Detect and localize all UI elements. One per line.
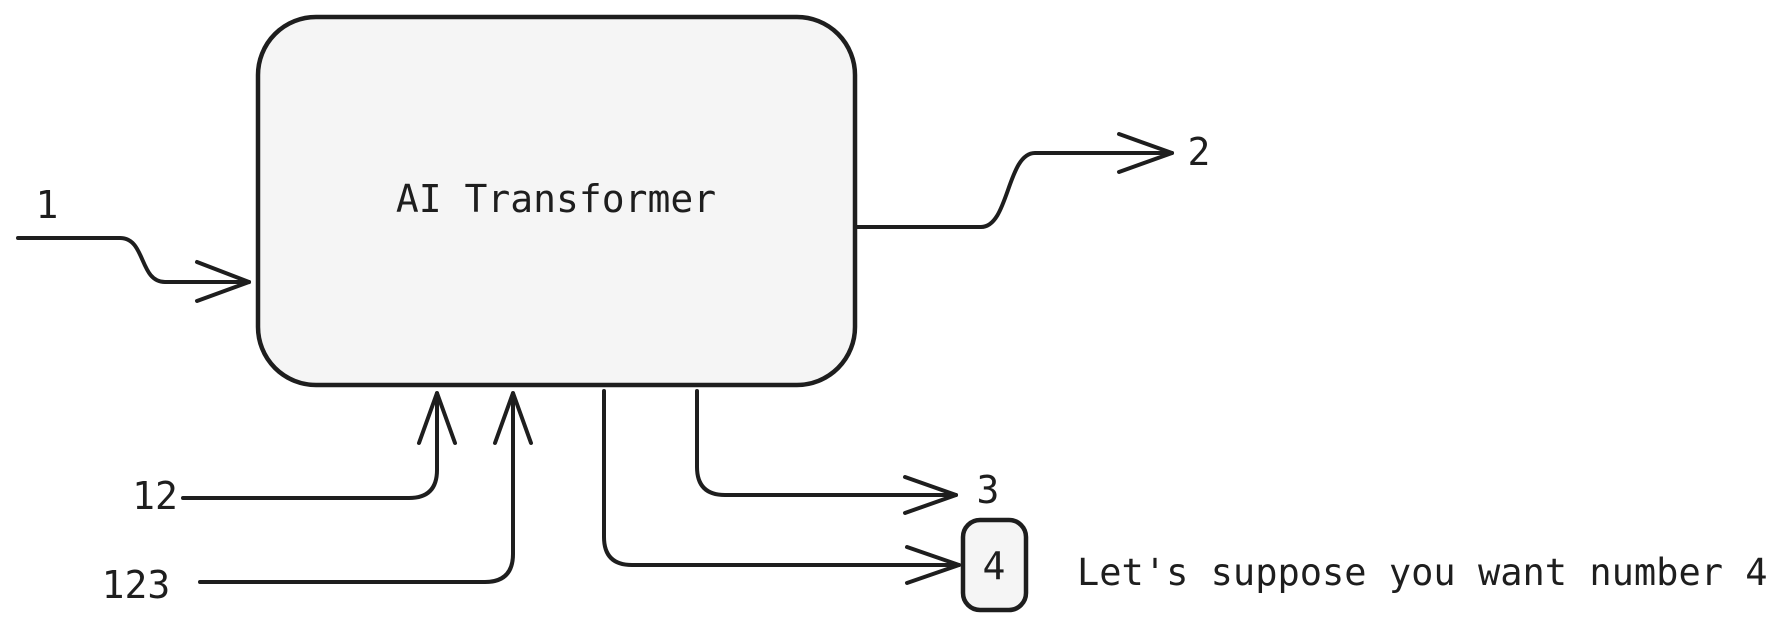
output-4-node	[960, 517, 1029, 613]
input-123-arrowhead-icon	[493, 391, 533, 445]
ai-transformer-node	[255, 14, 858, 388]
output-3-label: 3	[977, 468, 1000, 512]
output-3-arrow	[695, 389, 958, 497]
input-1-label: 1	[36, 183, 59, 227]
output-2-arrow	[853, 151, 1174, 229]
input-1-arrowhead-icon	[195, 260, 251, 303]
input-123-arrow	[198, 392, 515, 584]
input-1-arrow	[16, 236, 251, 284]
output-4-label: 4	[983, 544, 1006, 588]
output-3-arrowhead-icon	[903, 475, 958, 515]
ai-transformer-label: AI Transformer	[396, 177, 716, 221]
output-4-arrowhead-icon	[905, 545, 961, 585]
output-4-arrow	[602, 389, 961, 567]
input-12-arrowhead-icon	[417, 391, 457, 445]
input-12-arrow	[181, 392, 439, 500]
input-12-label: 12	[132, 474, 178, 518]
input-123-label: 123	[102, 563, 171, 607]
output-2-label: 2	[1188, 130, 1211, 174]
output-2-arrowhead-icon	[1117, 132, 1174, 174]
note-text: Let's suppose you want number 4	[1077, 551, 1768, 594]
